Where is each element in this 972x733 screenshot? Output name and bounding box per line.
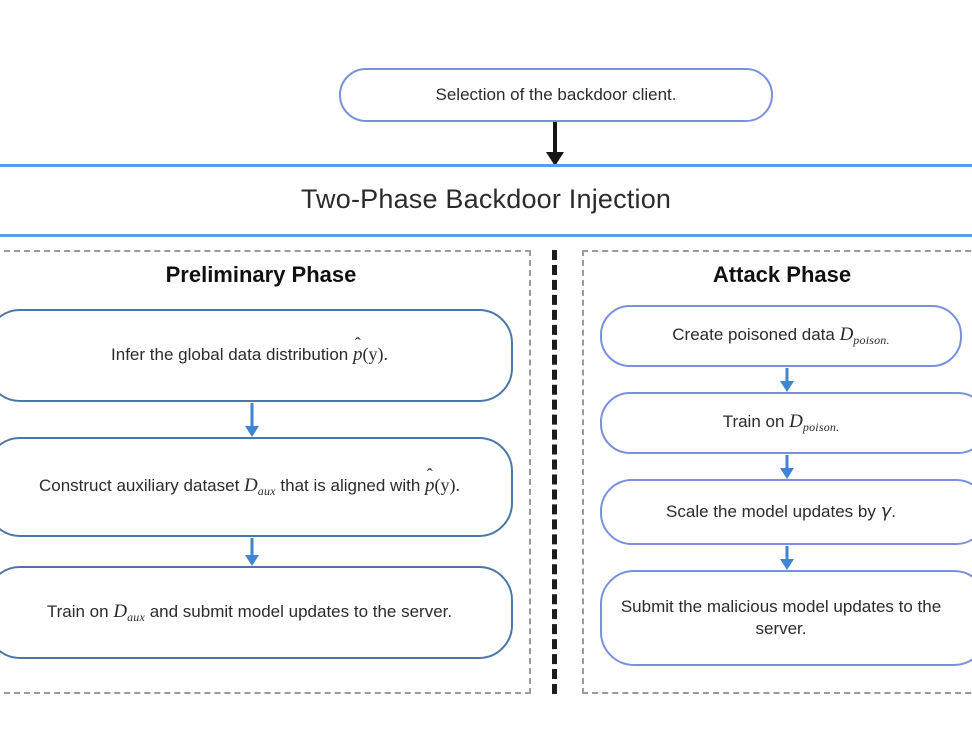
heading-preliminary-phase: Preliminary Phase <box>165 262 357 287</box>
node-label: Selection of the backdoor client. <box>435 84 677 104</box>
node-train-on-daux-submit: Train on Daux and submit model updates t… <box>0 566 513 659</box>
arrow-shaft <box>785 368 789 381</box>
text-pre: Scale the model updates by <box>666 502 881 522</box>
arrow-shaft <box>785 455 789 468</box>
arrow-head <box>780 381 794 392</box>
text-pre: Train on <box>46 601 114 621</box>
band-rule-bottom <box>0 234 972 237</box>
text-post: . <box>886 333 890 348</box>
node-scale-model-updates: Scale the model updates by γ. <box>600 479 972 545</box>
text-pre: Create poisoned data <box>672 325 840 345</box>
band-rule-top <box>0 164 972 167</box>
text-post: (y). <box>362 344 388 365</box>
node-infer-global-distribution: Infer the global data distribution ̂p(y)… <box>0 309 513 402</box>
math-var-D: D <box>244 475 258 497</box>
arrow-head <box>546 152 564 166</box>
math-subscript: poison <box>802 420 837 435</box>
node-label: Train on Dpoison. <box>616 410 972 435</box>
text-pre: Construct auxiliary dataset <box>38 476 245 496</box>
text-post: . <box>891 502 896 522</box>
node-label: Submit the malicious model updates to th… <box>620 596 942 638</box>
text-post: (y). <box>434 475 461 496</box>
arrow-shaft <box>785 546 789 559</box>
heading-attack-phase: Attack Phase <box>712 262 852 287</box>
node-label: Infer the global data distribution ̂p(y)… <box>2 343 497 368</box>
math-var-D: D <box>789 411 803 433</box>
node-construct-auxiliary-dataset: Construct auxiliary dataset Daux that is… <box>0 437 513 537</box>
arrow-head <box>780 559 794 570</box>
math-var-D: D <box>839 324 854 346</box>
arrow-shaft <box>553 122 557 155</box>
node-create-poisoned-data: Create poisoned data Dpoison. <box>600 305 962 367</box>
node-label: Construct auxiliary dataset Daux that is… <box>2 474 497 499</box>
arrow-head <box>245 426 259 437</box>
math-subscript: poison <box>853 333 887 348</box>
text-pre: Infer the global data distribution <box>111 345 353 365</box>
panel-preliminary-phase <box>0 250 531 694</box>
phase-divider <box>552 250 557 694</box>
math-var: p <box>352 344 363 366</box>
node-label: Train on Daux and submit model updates t… <box>2 600 497 625</box>
node-train-on-poisoned-data: Train on Dpoison. <box>600 392 972 454</box>
arrow-head <box>780 468 794 479</box>
math-subscript: aux <box>257 484 276 499</box>
math-var-D: D <box>113 600 128 622</box>
math-gamma: γ <box>880 501 892 523</box>
math-p-hat: ̂p <box>353 343 363 368</box>
text-mid: that is aligned with <box>275 476 426 496</box>
node-selection-of-backdoor-client: Selection of the backdoor client. <box>339 68 773 122</box>
node-label: Create poisoned data Dpoison. <box>616 323 946 348</box>
text-pre: Train on <box>722 412 790 432</box>
arrow-head <box>245 555 259 566</box>
math-subscript: aux <box>127 609 145 624</box>
text-post: and submit model updates to the server. <box>145 601 453 621</box>
node-submit-malicious-updates: Submit the malicious model updates to th… <box>600 570 972 666</box>
panel-attack-phase <box>582 250 972 694</box>
arrow-shaft <box>250 403 254 426</box>
text-post: . <box>836 420 840 435</box>
math-p-hat: ̂p <box>425 474 435 499</box>
math-var: p <box>425 475 435 497</box>
figure-title: Two-Phase Backdoor Injection <box>300 184 672 214</box>
node-label: Scale the model updates by γ. <box>616 500 972 523</box>
arrow-shaft <box>250 538 254 555</box>
